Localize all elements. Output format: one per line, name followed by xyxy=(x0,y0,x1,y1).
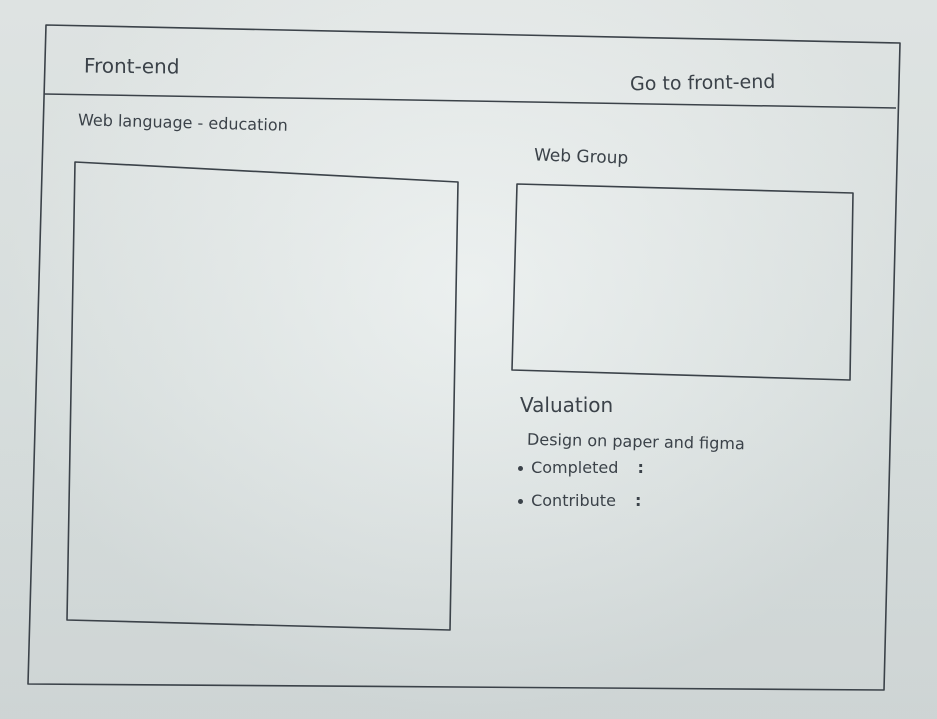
left-panel-title: Web language - education xyxy=(77,110,289,135)
completed-item: Completed : xyxy=(518,458,644,477)
valuation-heading: Valuation xyxy=(520,393,614,417)
web-group-box[interactable] xyxy=(517,192,847,368)
contribute-item: Contribute : xyxy=(518,491,641,510)
completed-label: Completed xyxy=(531,458,619,477)
completed-separator: : xyxy=(637,458,644,477)
bullet-icon xyxy=(518,466,523,471)
contribute-label: Contribute xyxy=(531,491,616,510)
nav-link-hit-area[interactable] xyxy=(622,68,832,102)
bullet-icon xyxy=(518,499,523,504)
left-panel-content[interactable] xyxy=(75,170,453,618)
logo-text: Front-end xyxy=(83,53,180,79)
right-panel-title: Web Group xyxy=(533,145,629,169)
contribute-separator: : xyxy=(635,491,642,510)
valuation-description: Design on paper and figma xyxy=(526,429,745,454)
